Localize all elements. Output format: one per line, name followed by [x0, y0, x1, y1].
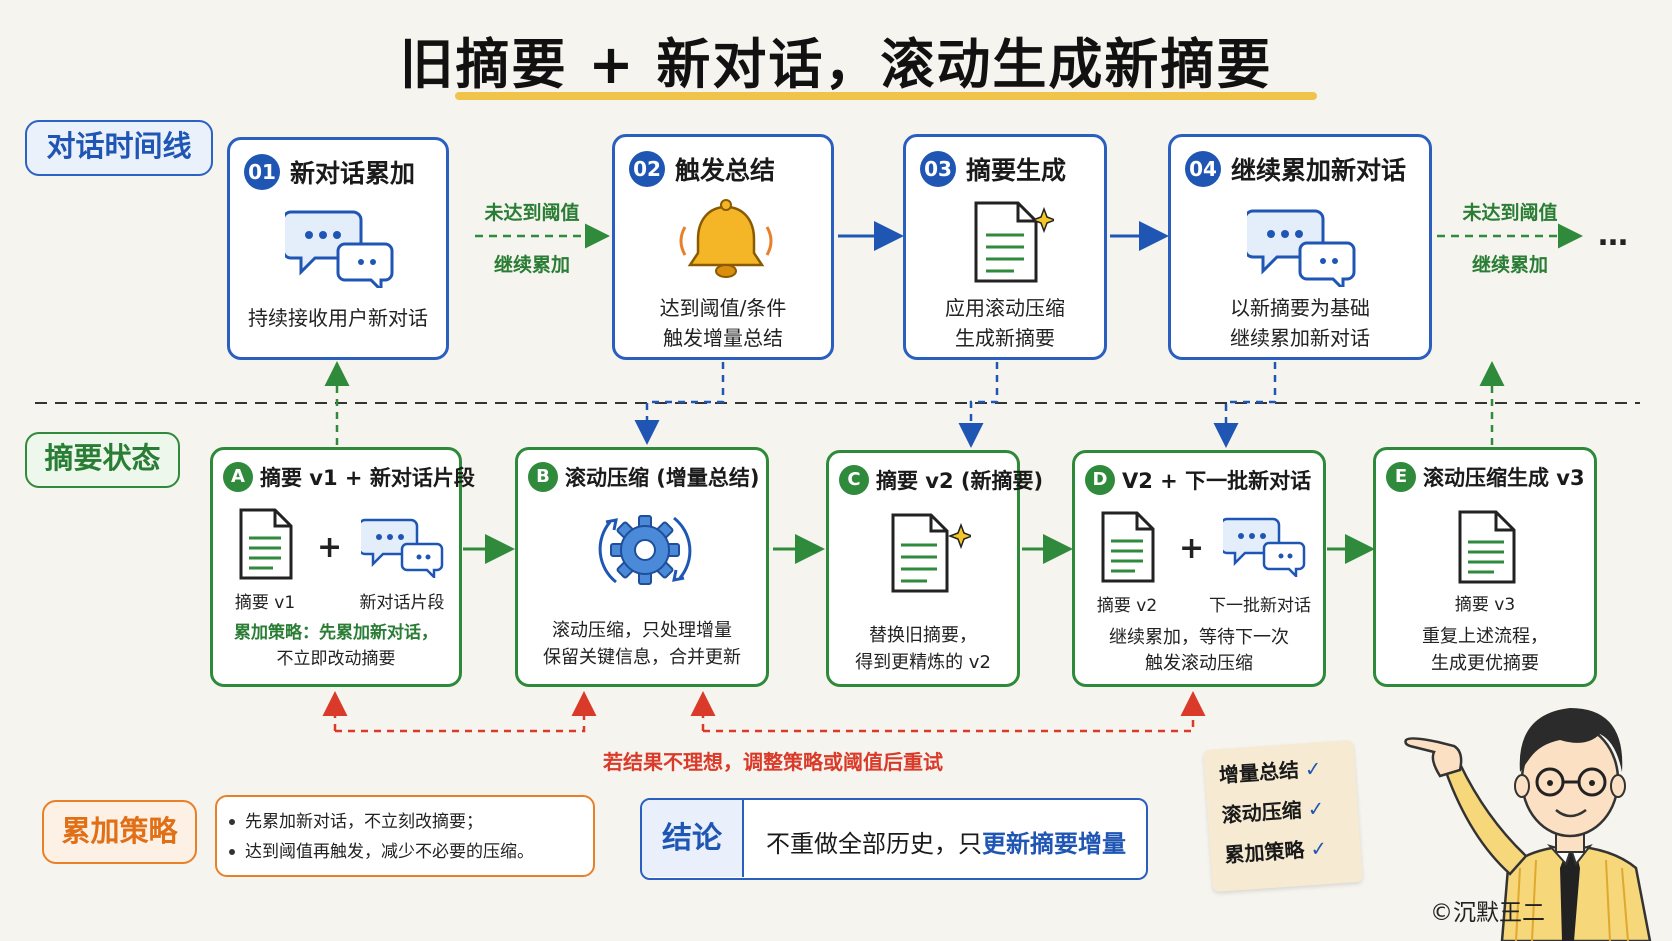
state-desc-1: 替换旧摘要， — [869, 625, 977, 646]
copyright-signature: ©沉默王二 — [1430, 900, 1545, 926]
doc-label: 摘要 v2 — [1096, 596, 1158, 616]
conclusion-box: 结论 不重做全部历史，只更新摘要增量 — [640, 798, 1148, 880]
retry-loop-left — [335, 691, 597, 733]
state-card-a: A 摘要 v1 + 新对话片段 + 摘要 v1 新对话片段 累加策略：先累加新对话… — [210, 447, 475, 687]
state-title: 摘要 v2 (新摘要) — [876, 469, 1044, 493]
timeline-card-03: 03 摘要生成 应用滚动压缩 生成新摘要 — [903, 134, 1107, 360]
chat-label: 下一批新对话 — [1209, 596, 1311, 616]
conclusion-text: 不重做全部历史，只更新摘要增量 — [766, 830, 1126, 858]
strategy-bullets: 先累加新对话，不立刻改摘要； 达到阈值再触发，减少不必要的压缩。 — [215, 795, 595, 877]
strategy-section-label: 累加策略 — [42, 800, 197, 864]
step-desc-1: 以新摘要为基础 — [1230, 296, 1370, 320]
step-badge: 02 — [629, 151, 665, 187]
presenter-character-illustration — [1404, 708, 1652, 941]
state-desc-1: 重复上述流程， — [1422, 626, 1548, 647]
state-strategy-1: 累加策略：先累加新对话， — [234, 623, 438, 643]
strategy-bullet-2: 达到阈值再触发，减少不必要的压缩。 — [229, 837, 581, 867]
timeline-card-02: 02 触发总结 达到阈值/条件 触发增量总结 — [612, 134, 834, 360]
chat-label: 新对话片段 — [359, 593, 445, 613]
step-badge: 03 — [920, 151, 956, 187]
doc-label: 摘要 v1 — [234, 593, 296, 613]
state-desc-2: 得到更精炼的 v2 — [855, 652, 991, 673]
chat-bubbles-icon — [1223, 517, 1306, 577]
strategy-bullet-1: 先累加新对话，不立刻改摘要； — [229, 807, 581, 837]
summary-section-label: 摘要状态 — [25, 432, 180, 488]
state-letter: D — [1085, 465, 1115, 495]
step-title: 继续累加新对话 — [1231, 156, 1407, 185]
step-desc-1: 达到阈值/条件 — [659, 296, 787, 320]
state-title: 摘要 v1 + 新对话片段 — [260, 466, 475, 490]
down-arrow-02-to-b — [634, 362, 725, 445]
checklist-item: 累加策略✓ — [1223, 836, 1328, 868]
retry-loop-right — [703, 691, 1206, 733]
checkmark-icon: ✓ — [1306, 796, 1326, 822]
down-arrow-04-to-d — [1213, 362, 1277, 448]
plus-sign: + — [1179, 531, 1205, 566]
state-desc-1: 滚动压缩，只处理增量 — [552, 620, 732, 641]
down-arrow-03-to-c — [958, 362, 999, 448]
timeline-arrow-label-top: 未达到阈值 — [484, 202, 580, 224]
timeline-arrow-label-top-right: 未达到阈值 — [1462, 202, 1558, 224]
document-icon — [1458, 510, 1516, 584]
timeline-card-04: 04 继续累加新对话 以新摘要为基础 继续累加新对话 — [1168, 134, 1432, 360]
step-desc-2: 触发增量总结 — [663, 326, 783, 350]
retry-note: 若结果不理想，调整策略或阈值后重试 — [603, 750, 943, 774]
state-card-e: E 滚动压缩生成 v3 摘要 v3 重复上述流程， 生成更优摘要 — [1373, 447, 1597, 687]
timeline-arrow-label-bottom: 继续累加 — [493, 254, 570, 276]
document-sparkle-icon — [891, 513, 971, 593]
timeline-section-label: 对话时间线 — [25, 120, 213, 176]
state-title: 滚动压缩 (增量总结) — [565, 466, 760, 490]
page-title: 旧摘要 + 新对话，滚动生成新摘要 — [399, 33, 1273, 96]
conclusion-highlight: 更新摘要增量 — [982, 830, 1126, 858]
state-card-c: C 摘要 v2 (新摘要) 替换旧摘要， 得到更精炼的 v2 — [826, 450, 1043, 687]
step-desc-1: 持续接收用户新对话 — [248, 306, 428, 330]
title-underline — [455, 92, 1317, 100]
state-letter: E — [1386, 462, 1416, 492]
state-desc-2: 生成更优摘要 — [1431, 653, 1539, 674]
step-title: 摘要生成 — [966, 156, 1067, 185]
step-title: 触发总结 — [675, 156, 776, 185]
state-desc-2: 保留关键信息，合并更新 — [543, 647, 741, 668]
state-letter: A — [223, 462, 253, 492]
checklist-note: 增量总结✓ 滚动压缩✓ 累加策略✓ — [1203, 739, 1363, 893]
document-icon — [1101, 511, 1155, 583]
step-title: 新对话累加 — [290, 159, 416, 188]
state-title: V2 + 下一批新对话 — [1122, 469, 1312, 493]
continuation-ellipsis: … — [1598, 218, 1630, 253]
bell-icon — [679, 199, 773, 278]
step-badge: 01 — [244, 154, 280, 190]
timeline-card-01: 01 新对话累加 持续接收用户新对话 — [227, 137, 449, 360]
state-letter: B — [528, 462, 558, 492]
checkmark-icon: ✓ — [1309, 836, 1328, 862]
state-card-d: D V2 + 下一批新对话 + 摘要 v2 下一批新对话 继续累加，等待下一次 触… — [1072, 450, 1326, 687]
checkmark-icon: ✓ — [1303, 756, 1323, 782]
timeline-arrow-label-bottom-right: 继续累加 — [1471, 254, 1548, 276]
document-icon — [239, 508, 293, 580]
chat-bubbles-icon — [285, 210, 394, 288]
document-sparkle-icon — [974, 201, 1054, 283]
step-desc-1: 应用滚动压缩 — [945, 296, 1065, 320]
state-desc-2: 触发滚动压缩 — [1145, 653, 1253, 674]
step-badge: 04 — [1185, 151, 1221, 187]
doc-label: 摘要 v3 — [1454, 595, 1516, 615]
state-desc-1: 继续累加，等待下一次 — [1109, 627, 1289, 648]
chat-bubbles-icon — [361, 518, 444, 578]
state-strategy-2: 不立即改动摘要 — [276, 649, 396, 669]
conclusion-label: 结论 — [642, 800, 744, 877]
state-letter: C — [839, 465, 869, 495]
step-desc-2: 继续累加新对话 — [1230, 326, 1370, 350]
step-desc-2: 生成新摘要 — [955, 326, 1055, 350]
chat-bubbles-icon — [1247, 209, 1356, 287]
gear-icon — [598, 515, 692, 585]
plus-sign: + — [317, 530, 343, 565]
state-title: 滚动压缩生成 v3 — [1423, 466, 1585, 490]
